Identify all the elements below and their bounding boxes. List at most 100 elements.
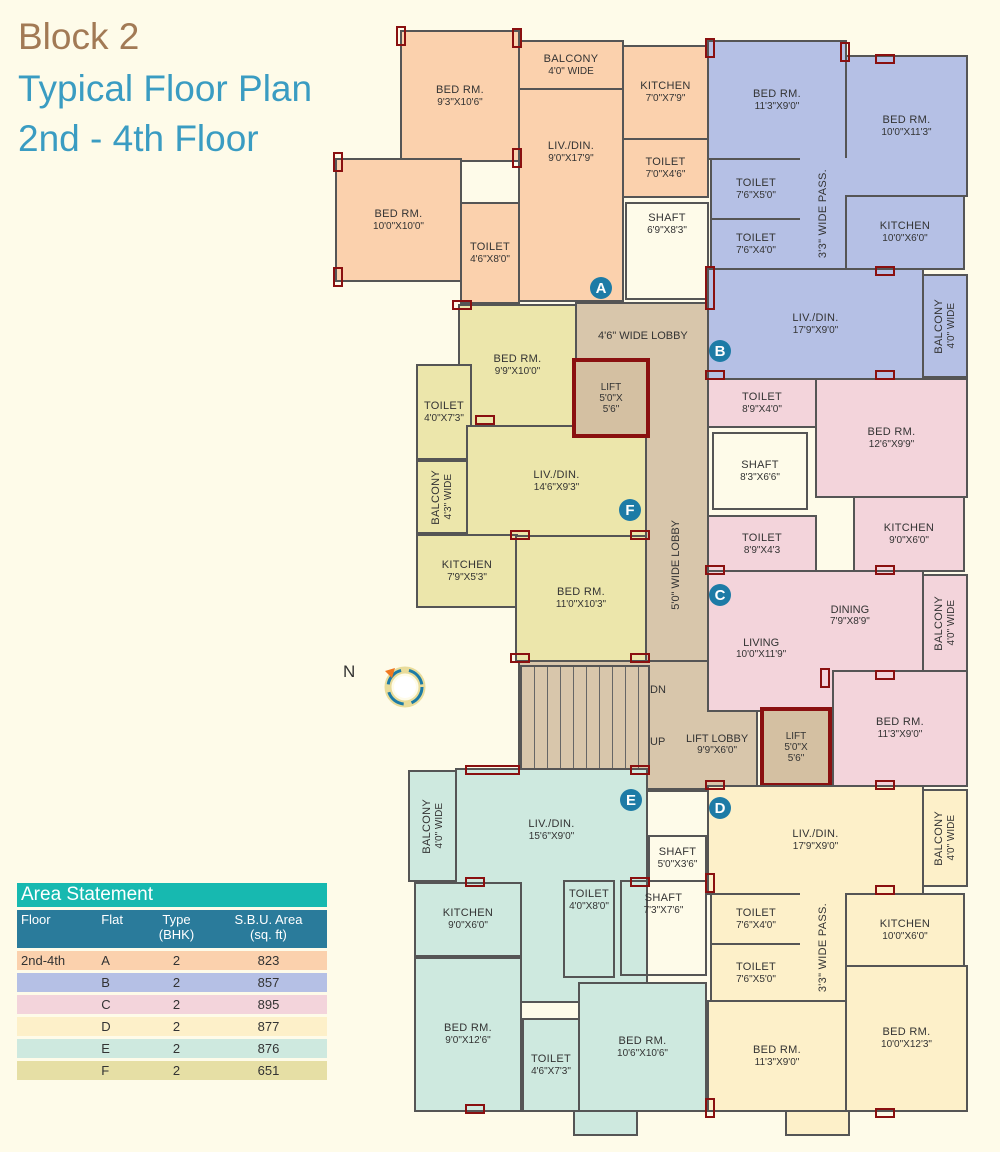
- cell-area: 823: [257, 953, 280, 968]
- room-dim: 7'6"X5'0": [736, 973, 776, 985]
- column: [510, 530, 530, 540]
- room-name: BED RM.: [753, 1043, 801, 1056]
- room-dim: 11'0"X10'3": [555, 599, 607, 610]
- stairs-up-label: UP: [650, 736, 666, 748]
- column: [840, 42, 850, 62]
- flat-c-marker[interactable]: C: [709, 584, 731, 606]
- cell-flat: E: [101, 1041, 110, 1056]
- room-name: SHAFT: [644, 892, 683, 904]
- room-dim: 5'0"X3'6": [657, 859, 698, 870]
- column: [630, 530, 650, 540]
- room-dim: 7'9"X5'3": [447, 571, 487, 583]
- cell-type: 2: [172, 1019, 181, 1034]
- room-name: BED RM.: [436, 83, 484, 96]
- room-name: TOILET: [741, 390, 783, 403]
- cell-type: 2: [172, 953, 181, 968]
- header-text: S.B.U. Area: [234, 912, 303, 927]
- room-name: TOILET: [735, 906, 777, 919]
- cell-floor: [17, 1039, 97, 1058]
- room-name: 3'3" WIDE PASS.: [817, 903, 829, 993]
- room-dim: 4'0" WIDE: [945, 815, 957, 861]
- room-dim: 10'0"X6'0": [882, 233, 928, 244]
- column: [705, 873, 715, 893]
- cell-area: 895: [257, 997, 280, 1012]
- room-dim: 4'0"X8'0": [569, 901, 609, 912]
- flat-b-marker[interactable]: B: [709, 340, 731, 362]
- column: [333, 152, 343, 172]
- cell-floor: 2nd-4th: [21, 953, 66, 968]
- column: [512, 28, 522, 48]
- room-name: TOILET: [645, 155, 686, 168]
- column: [630, 653, 650, 663]
- compass: [380, 662, 430, 712]
- room-dim: 7'6"X5'0": [736, 189, 776, 201]
- room-name: LIV./DIN.: [528, 818, 575, 830]
- room-name: BED RM.: [557, 586, 605, 598]
- flat-a-bedroom-2: BED RM.10'0"X10'0": [335, 158, 462, 282]
- column: [875, 670, 895, 680]
- cell-area: 876: [257, 1041, 280, 1056]
- room-name: KITCHEN: [879, 917, 931, 930]
- room-dim: 7'3"X7'6": [643, 905, 684, 916]
- column: [875, 780, 895, 790]
- stairs-down-label: DN: [650, 684, 666, 696]
- header-text: Flat: [101, 912, 123, 927]
- column: [465, 877, 485, 887]
- room-name: BALCONY: [932, 810, 945, 866]
- room-dim: 4'3" WIDE: [442, 474, 454, 520]
- flat-b-passage: 3'3" WIDE PASS.: [800, 158, 847, 270]
- room-name: LIV./DIN.: [792, 827, 839, 840]
- table-header: Floor Flat Type(BHK) S.B.U. Area(sq. ft): [17, 910, 327, 948]
- flat-d-marker[interactable]: D: [709, 797, 731, 819]
- room-name: BALCONY: [429, 469, 442, 525]
- cell-floor: [17, 1017, 97, 1036]
- room-name: BED RM.: [753, 87, 801, 100]
- room-name: TOILET: [530, 1052, 572, 1065]
- compass-north-label: N: [343, 662, 356, 681]
- column: [875, 266, 895, 276]
- room-name: SHAFT: [741, 458, 779, 471]
- cell-area: 857: [257, 975, 280, 990]
- lift-lobby-dim: 9'9"X6'0": [697, 745, 737, 756]
- flat-e-marker[interactable]: E: [620, 789, 642, 811]
- column: [510, 653, 530, 663]
- room-dim: 15'6"X9'0": [528, 831, 575, 842]
- flat-f-marker[interactable]: F: [619, 499, 641, 521]
- room-dim: 8'9"X4'0": [742, 403, 782, 415]
- column: [820, 668, 830, 688]
- room-name: DINING: [830, 604, 870, 616]
- header-text: Type: [162, 912, 191, 927]
- room-name: LIV./DIN.: [547, 140, 595, 152]
- area-statement-title: Area Statement: [17, 883, 327, 907]
- header-floor: Floor: [17, 910, 98, 948]
- staircase: [520, 665, 650, 770]
- cell-flat: A: [101, 953, 110, 968]
- compass-icon: [384, 666, 426, 708]
- column: [705, 780, 725, 790]
- cell-area: 877: [257, 1019, 280, 1034]
- header-text: Floor: [21, 912, 51, 927]
- cell-floor: [17, 973, 97, 992]
- column: [465, 1104, 485, 1114]
- room-dim: 9'0"X17'9": [548, 153, 594, 164]
- room-dim: 6'9"X8'3": [647, 225, 687, 236]
- column: [333, 267, 343, 287]
- header-area: S.B.U. Area(sq. ft): [209, 910, 327, 948]
- lobby-main-label: 5'0" WIDE LOBBY: [670, 520, 682, 610]
- room-dim: 11'3"X9'0": [754, 100, 800, 112]
- flat-a-marker[interactable]: A: [590, 277, 612, 299]
